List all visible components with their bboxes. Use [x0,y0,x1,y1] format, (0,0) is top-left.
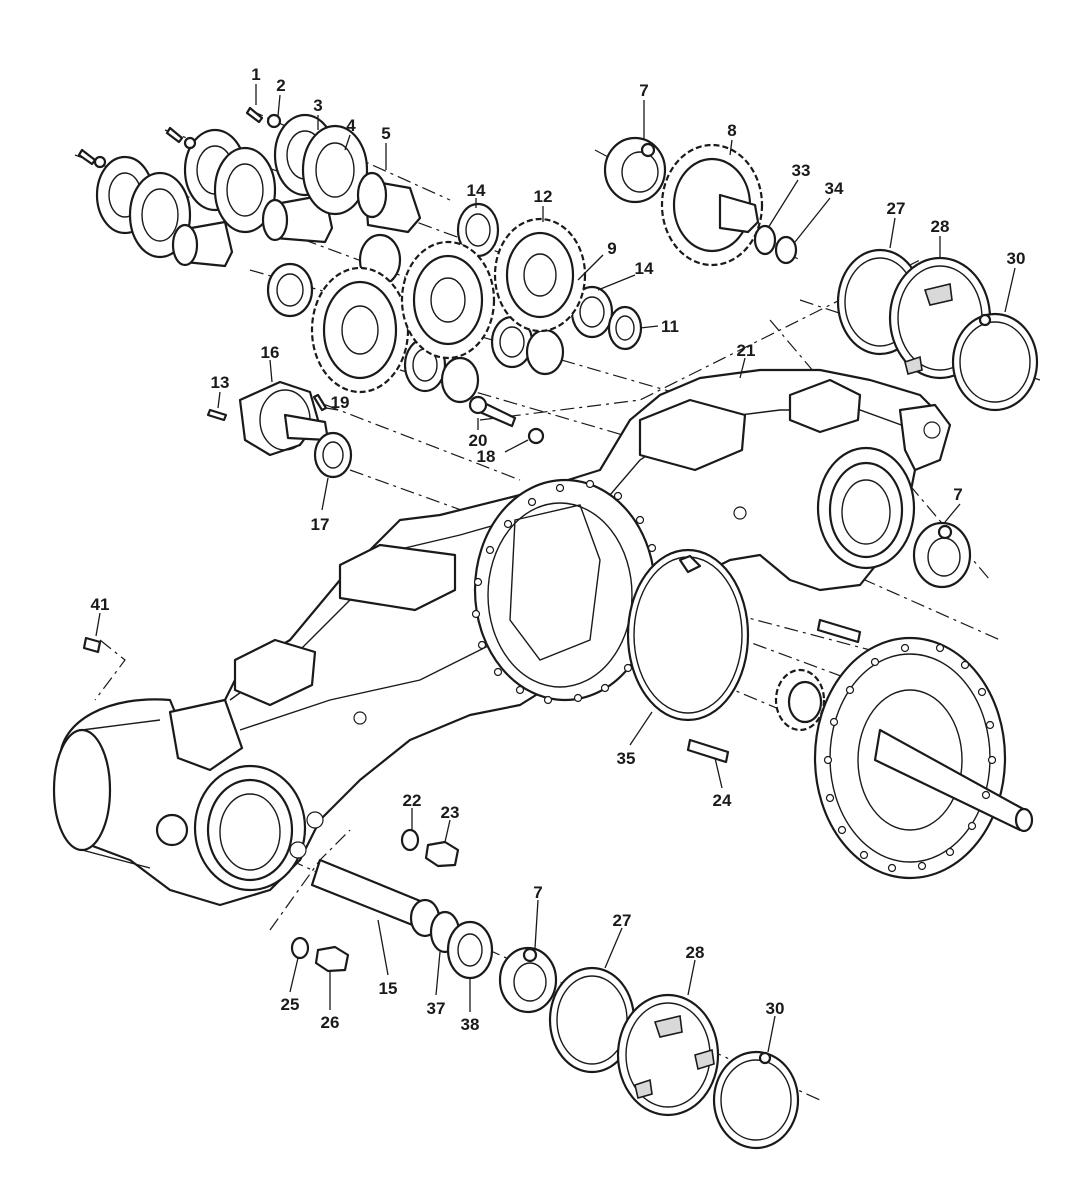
callout-14: 14 [467,181,486,200]
flange-assembly [206,380,545,479]
right-snap-rings [836,248,1039,589]
callout-25: 25 [281,995,300,1014]
axle-housing [52,368,952,907]
callout-21: 21 [737,341,756,360]
dowel-pin [82,636,102,654]
callout-15: 15 [379,979,398,998]
callout-34: 34 [825,179,844,198]
callout-23: 23 [441,803,460,822]
callout-26: 26 [321,1013,340,1032]
callout-37: 37 [427,999,446,1018]
callout-20: 20 [469,431,488,450]
callout-labels: 1 2 3 4 5 7 8 33 34 14 12 9 14 11 27 28 … [91,65,1026,1034]
callout-4: 4 [346,116,356,135]
callout-14b: 14 [635,259,654,278]
callout-24: 24 [713,791,732,810]
callout-17: 17 [311,515,330,534]
callout-7c: 7 [533,883,542,902]
callout-33: 33 [792,161,811,180]
callout-7: 7 [639,81,648,100]
callout-27: 27 [887,199,906,218]
callout-22: 22 [403,791,422,810]
flange-bolt-holes [823,643,997,873]
callout-28: 28 [931,217,950,236]
callout-12: 12 [534,187,553,206]
callout-7b: 7 [953,485,962,504]
callout-3: 3 [313,96,322,115]
callout-19: 19 [331,393,350,412]
callout-30: 30 [1007,249,1026,268]
callout-2: 2 [276,76,285,95]
callout-16: 16 [261,343,280,362]
callout-38: 38 [461,1015,480,1034]
output-flange [813,636,1034,880]
bearing-rings [266,202,643,404]
callout-leaders [95,84,1016,1053]
callout-9: 9 [607,239,616,258]
callout-5: 5 [381,124,390,143]
callout-18: 18 [477,447,496,466]
callout-11: 11 [661,317,679,336]
callout-27b: 27 [613,911,632,930]
callout-1: 1 [251,65,260,84]
lower-shaft-assembly [290,828,800,1150]
callout-13: 13 [211,373,230,392]
callout-35: 35 [617,749,636,768]
callout-28b: 28 [686,943,705,962]
callout-30b: 30 [766,999,785,1018]
callout-8: 8 [727,121,736,140]
callout-41: 41 [91,595,110,614]
center-rings [626,548,862,764]
end-cap-assemblies [77,106,422,268]
gear-train [310,136,798,394]
